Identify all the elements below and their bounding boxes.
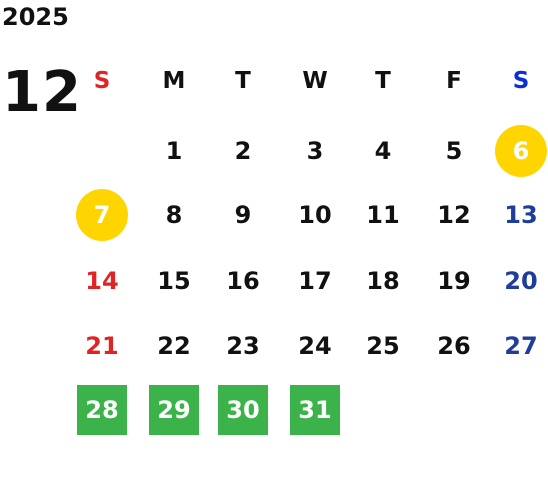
day-cell-5: 5 [424,125,484,177]
day-cell-9: 9 [213,189,273,241]
day-cell-13-label: 13 [504,201,538,229]
day-cell-16: 16 [213,255,273,307]
day-cell-13: 13 [491,189,548,241]
weekday-header-monday: M [144,55,204,107]
day-cell-1: 1 [144,125,204,177]
day-cell-16-label: 16 [226,267,260,295]
day-cell-30: 30 [213,384,273,436]
day-cell-2-label: 2 [234,137,252,165]
day-cell-3-label: 3 [306,137,324,165]
weekday-header-thursday-label: T [375,67,391,94]
day-cell-28-label: 28 [77,385,127,435]
day-cell-20-label: 20 [504,267,538,295]
weekday-header-tuesday: T [213,55,273,107]
day-cell-2: 2 [213,125,273,177]
weekday-header-wednesday: W [285,55,345,107]
weekday-header-tuesday-label: T [235,67,251,94]
day-cell-17: 17 [285,255,345,307]
weekday-header-monday-label: M [162,67,186,94]
day-cell-24-label: 24 [298,332,332,360]
day-cell-7-label: 7 [76,189,128,241]
day-cell-22-label: 22 [157,332,191,360]
day-cell-31: 31 [285,384,345,436]
day-cell-3: 3 [285,125,345,177]
day-cell-21-label: 21 [85,332,119,360]
day-cell-14-label: 14 [85,267,119,295]
day-cell-29-label: 29 [149,385,199,435]
weekday-header-friday: F [424,55,484,107]
day-cell-4: 4 [353,125,413,177]
day-cell-1-label: 1 [165,137,183,165]
day-cell-22: 22 [144,320,204,372]
day-cell-8-label: 8 [165,201,183,229]
day-cell-26-label: 26 [437,332,471,360]
day-cell-10-label: 10 [298,201,332,229]
month-number: 12 [2,60,82,125]
day-cell-19: 19 [424,255,484,307]
year-label: 2025 [2,3,69,31]
weekday-header-wednesday-label: W [302,67,328,94]
weekday-header-friday-label: F [446,67,462,94]
day-cell-11-label: 11 [366,201,400,229]
day-cell-5-label: 5 [445,137,463,165]
day-cell-7: 7 [72,189,132,241]
day-cell-23: 23 [213,320,273,372]
day-cell-27-label: 27 [504,332,538,360]
weekday-header-saturday-label: S [512,67,530,94]
day-cell-6-label: 6 [495,125,547,177]
day-cell-21: 21 [72,320,132,372]
day-cell-25: 25 [353,320,413,372]
day-cell-29: 29 [144,384,204,436]
day-cell-12: 12 [424,189,484,241]
day-cell-18-label: 18 [366,267,400,295]
day-cell-31-label: 31 [290,385,340,435]
day-cell-15-label: 15 [157,267,191,295]
day-cell-19-label: 19 [437,267,471,295]
weekday-header-sunday-label: S [93,67,111,94]
day-cell-14: 14 [72,255,132,307]
day-cell-27: 27 [491,320,548,372]
day-cell-26: 26 [424,320,484,372]
day-cell-17-label: 17 [298,267,332,295]
weekday-header-thursday: T [353,55,413,107]
day-cell-28: 28 [72,384,132,436]
day-cell-24: 24 [285,320,345,372]
day-cell-10: 10 [285,189,345,241]
day-cell-12-label: 12 [437,201,471,229]
day-cell-15: 15 [144,255,204,307]
day-cell-6: 6 [491,125,548,177]
day-cell-18: 18 [353,255,413,307]
day-cell-30-label: 30 [218,385,268,435]
day-cell-9-label: 9 [234,201,252,229]
day-cell-8: 8 [144,189,204,241]
day-cell-25-label: 25 [366,332,400,360]
day-cell-20: 20 [491,255,548,307]
weekday-header-sunday: S [72,55,132,107]
day-cell-4-label: 4 [374,137,392,165]
weekday-header-saturday: S [491,55,548,107]
day-cell-11: 11 [353,189,413,241]
day-cell-23-label: 23 [226,332,260,360]
